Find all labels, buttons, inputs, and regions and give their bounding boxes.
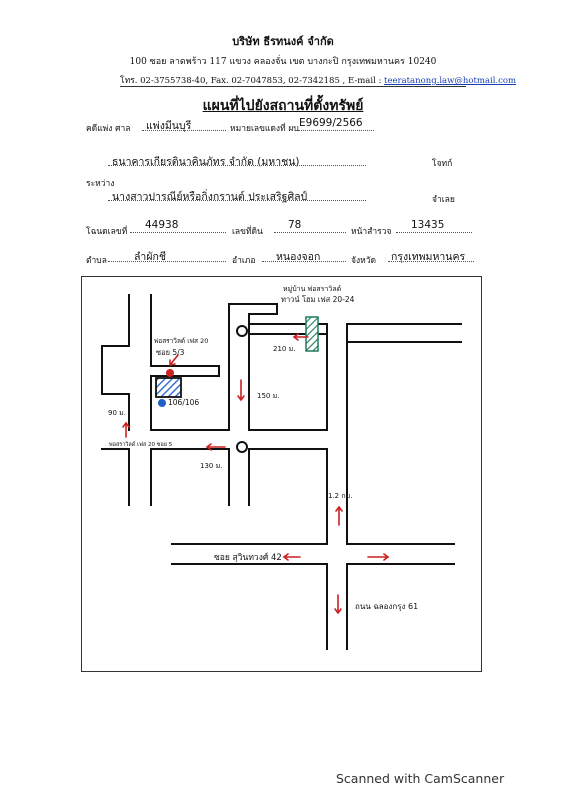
direction-arrow-icon — [282, 553, 301, 561]
survey-page-underline — [396, 232, 472, 233]
company-name: บริษัท ธีรทนงค์ จำกัด — [232, 35, 334, 48]
company-address: 100 ซอย ลาดพร้าว 117 แขวง คลองจั่น เขต บ… — [129, 57, 437, 67]
distance-label-1-2km: 1.2 กม. — [328, 492, 353, 500]
distance-label-150m: 150 ม. — [257, 392, 280, 400]
soi-5-label: พ่อสราวิลด์ เฟส 20 ซอย 5 — [109, 442, 173, 448]
document-title: แผนที่ไปยังสถานที่ตั้งทรัพย์ — [202, 98, 364, 114]
land-number-label: เลขที่ดิน — [232, 227, 263, 237]
village-gate-hatched — [305, 316, 319, 352]
property-plot-hatched — [155, 377, 182, 398]
survey-page-label: หน้าสำรวจ — [351, 227, 392, 237]
province-value: กรุงเทพมหานคร — [391, 251, 466, 263]
road-suwinthawong-label: ซอย สุวินทวงศ์ 42 — [214, 553, 282, 563]
province-underline — [388, 261, 474, 262]
company-contact: โทร. 02-3755738-40, Fax. 02-7047853, 02-… — [120, 73, 516, 87]
district-underline — [262, 261, 346, 262]
contact-phone-fax: โทร. 02-3755738-40, Fax. 02-7047853, 02-… — [120, 76, 385, 86]
case-number-underline — [298, 130, 374, 131]
deed-number-label: โฉนดเลขที่ — [86, 227, 128, 237]
case-number-value: E9699/2566 — [299, 117, 363, 129]
roundabout-circle — [236, 441, 248, 453]
property-location-dot-icon — [158, 399, 166, 407]
court-label: คดีแพ่ง ศาล — [86, 124, 131, 134]
distance-label-90m: 90 ม. — [108, 409, 126, 417]
property-number-label: 106/106 — [168, 398, 200, 407]
survey-page-value: 13435 — [411, 219, 445, 231]
deed-number-value: 44938 — [145, 219, 179, 231]
direction-arrow-icon — [169, 354, 179, 366]
roundabout-circle — [236, 325, 248, 337]
direction-arrow-icon — [122, 421, 130, 438]
village-name-label-line1: หมู่บ้าน พ่อสราวิลด์ — [283, 285, 342, 293]
province-label: จังหวัด — [351, 256, 377, 266]
plaintiff-label: โจทก์ — [432, 159, 453, 169]
district-label: อำเภอ — [232, 256, 256, 266]
scanner-watermark: Scanned with CamScanner — [336, 771, 505, 786]
location-map: หมู่บ้าน พ่อสราวิลด์ ทาวน์ โฮม เฟส 20-24… — [81, 276, 482, 672]
plaintiff-underline — [108, 165, 366, 166]
direction-arrow-icon — [292, 333, 309, 341]
direction-arrow-icon — [334, 594, 342, 615]
soi-5-3-label: ซอย 5/3 — [156, 348, 185, 357]
direction-arrow-icon — [335, 505, 343, 526]
land-number-underline — [274, 232, 346, 233]
defendant-label: จำเลย — [432, 195, 455, 205]
defendant-value: นางสาวปารณีย์หรือกิ่งกรานต์ ประเสริฐศิลป… — [112, 191, 308, 203]
direction-arrow-icon — [205, 443, 226, 451]
court-underline — [142, 130, 226, 131]
map-drawing — [101, 294, 462, 650]
header-divider — [120, 86, 466, 87]
phase-20-label-line1: พ่อสราวิลด์ เฟส 20 — [154, 337, 209, 345]
subdistrict-label: ตำบล — [86, 256, 107, 266]
land-number-value: 78 — [288, 219, 302, 231]
subdistrict-value: ลำผักชี — [134, 251, 166, 263]
court-value: แพ่งมีนบุรี — [146, 120, 192, 132]
between-label: ระหว่าง — [86, 179, 115, 189]
property-pin-icon — [166, 369, 174, 377]
village-name-label-line2: ทาวน์ โฮม เฟส 20-24 — [281, 295, 355, 304]
plaintiff-value: ธนาคารเกียรตินาคินภัทร จำกัด (มหาชน) — [112, 156, 300, 168]
defendant-underline — [108, 200, 366, 201]
case-number-label: หมายเลขแดงที่ ผบ — [230, 124, 299, 134]
distance-label-210m: 210 ม. — [273, 345, 296, 353]
road-chalongkrung-label: ถนน ฉลองกรุง 61 — [355, 602, 419, 611]
deed-number-underline — [130, 232, 226, 233]
direction-arrow-icon — [367, 553, 390, 561]
district-value: หนองจอก — [276, 251, 321, 263]
direction-arrow-icon — [237, 379, 245, 402]
contact-email-link[interactable]: teeratanong.law@hotmail.com — [384, 76, 517, 86]
distance-label-130m: 130 ม. — [200, 462, 223, 470]
subdistrict-underline — [108, 261, 226, 262]
